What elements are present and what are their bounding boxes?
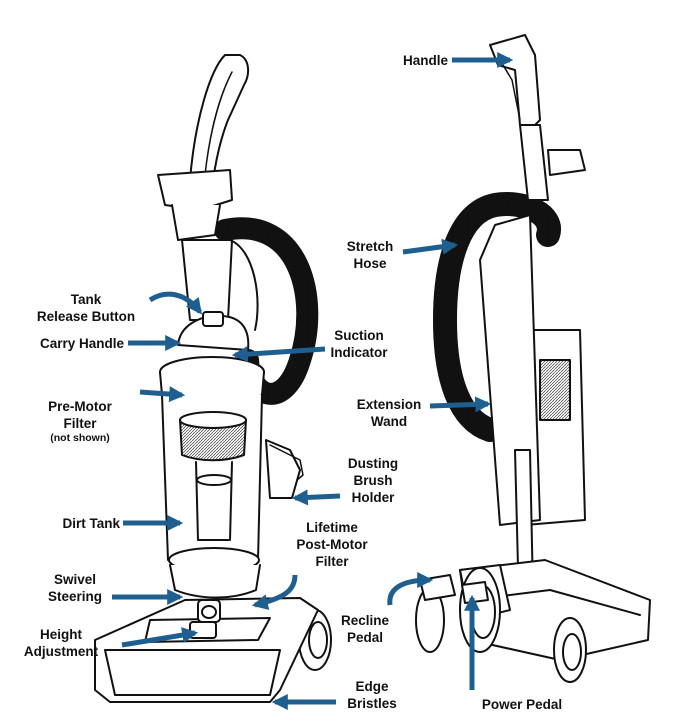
arrow-tank-release (148, 291, 202, 315)
label-tank-release-button: Tank Release Button (36, 292, 136, 324)
label-suction-indicator: Suction Indicator (330, 328, 388, 360)
label-stretch-hose: Stretch Hose (346, 239, 394, 271)
label-extension-wand: Extension Wand (356, 397, 422, 429)
spine (181, 239, 233, 321)
callout-arrows (112, 51, 514, 711)
label-handle: Handle (402, 53, 448, 68)
arrow-extension-wand (429, 396, 492, 413)
front-handle (189, 54, 250, 191)
label-recline-pedal: Recline Pedal (340, 613, 390, 645)
label-dusting-brush-holder: Dusting Brush Holder (347, 456, 399, 505)
pre-motor-filter-text: Pre-Motor Filter (48, 399, 112, 431)
arrow-suction-indicator (231, 346, 326, 363)
label-swivel-steering: Swivel Steering (47, 572, 102, 604)
arrow-stretch-hose (402, 238, 459, 255)
arrow-recline (387, 572, 434, 606)
label-edge-bristles: Edge Bristles (347, 679, 397, 711)
brush-holder (265, 439, 301, 499)
rear-view-vacuum (415, 34, 651, 683)
label-height-adjustment: Height Adjustment (23, 627, 99, 659)
label-pre-motor-filter: Pre-Motor Filter (not shown) (22, 381, 138, 462)
label-power-pedal: Power Pedal (481, 697, 563, 712)
pre-motor-filter-note: (not shown) (50, 432, 110, 444)
front-view-vacuum (94, 54, 332, 703)
arrow-dusting-brush (291, 489, 341, 506)
label-lifetime-post-motor-filter: Lifetime Post-Motor Filter (296, 520, 368, 569)
label-carry-handle: Carry Handle (39, 336, 124, 351)
handle-grip-block (157, 169, 233, 211)
arrow-pre-motor-filter (139, 386, 186, 403)
label-dirt-tank: Dirt Tank (62, 516, 120, 531)
arrow-height (121, 627, 199, 648)
arrow-lifetime-filter (251, 574, 298, 610)
rear-handle (489, 34, 541, 131)
